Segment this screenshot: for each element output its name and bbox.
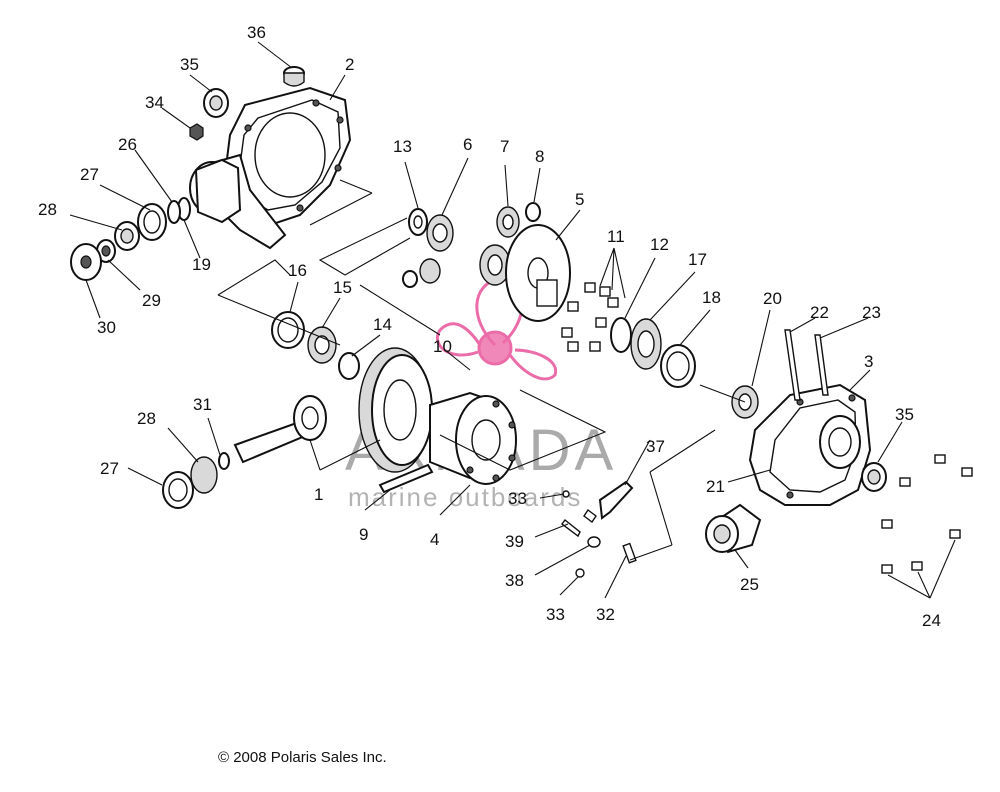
callout-5: 5 [575, 190, 584, 209]
callout-31: 31 [193, 395, 212, 414]
callout-11: 11 [607, 227, 625, 246]
actuator-fork-parts [561, 480, 637, 578]
callout-16: 16 [288, 261, 307, 280]
front-housing [189, 86, 352, 250]
callout-30: 30 [97, 318, 116, 337]
differential-case [429, 391, 517, 485]
callout-27-bottom: 27 [100, 459, 119, 478]
callout-35-right: 35 [895, 405, 914, 424]
callout-20: 20 [763, 289, 782, 308]
callout-36: 36 [247, 23, 266, 42]
differential-gears [402, 202, 571, 322]
callout-4: 4 [430, 530, 439, 549]
callout-26: 26 [118, 135, 137, 154]
bearing-stack-left [70, 197, 191, 281]
callout-17: 17 [688, 250, 707, 269]
callout-27-top: 27 [80, 165, 99, 184]
callout-14: 14 [373, 315, 392, 334]
callout-18: 18 [702, 288, 721, 307]
callout-37: 37 [646, 437, 665, 456]
callout-9: 9 [359, 525, 368, 544]
bearing-stack-right [610, 317, 696, 388]
callout-33-top: 33 [508, 489, 527, 508]
callout-21: 21 [706, 477, 725, 496]
ring-gear [358, 347, 433, 473]
bolts-11 [561, 282, 619, 352]
callout-24: 24 [922, 611, 941, 630]
callout-29: 29 [142, 291, 161, 310]
callout-numbers: 36 2 35 34 26 27 28 19 29 30 13 6 7 8 5 … [38, 23, 941, 630]
callout-3: 3 [864, 352, 873, 371]
callout-8: 8 [535, 147, 544, 166]
seal-35-top [203, 88, 229, 118]
callout-32: 32 [596, 605, 615, 624]
callout-6: 6 [463, 135, 472, 154]
callout-22: 22 [810, 303, 829, 322]
callout-19: 19 [192, 255, 211, 274]
callout-13: 13 [393, 137, 412, 156]
pinion-shaft [162, 395, 327, 509]
callout-7: 7 [500, 137, 509, 156]
callout-34: 34 [145, 93, 164, 112]
nut-34 [189, 123, 204, 141]
leader-lines [69, 41, 956, 599]
callout-1: 1 [314, 485, 323, 504]
callout-28-bottom: 28 [137, 409, 156, 428]
callout-25: 25 [740, 575, 759, 594]
rear-housing [748, 329, 872, 506]
seal-35-right [861, 462, 887, 492]
callout-38: 38 [505, 571, 524, 590]
watermark-propeller-icon [436, 276, 558, 381]
actuator-25 [705, 503, 762, 554]
bolts-24 [881, 454, 973, 574]
callout-39: 39 [505, 532, 524, 551]
callout-15: 15 [333, 278, 352, 297]
plug-36 [283, 66, 305, 87]
callout-12: 12 [650, 235, 669, 254]
pin-9 [378, 463, 434, 494]
callout-23: 23 [862, 303, 881, 322]
callout-35-top: 35 [180, 55, 199, 74]
callout-10: 10 [433, 337, 452, 356]
copyright-notice: © 2008 Polaris Sales Inc. [218, 749, 387, 766]
callout-33-bottom: 33 [546, 605, 565, 624]
callout-28-top: 28 [38, 200, 57, 219]
callout-2: 2 [345, 55, 354, 74]
